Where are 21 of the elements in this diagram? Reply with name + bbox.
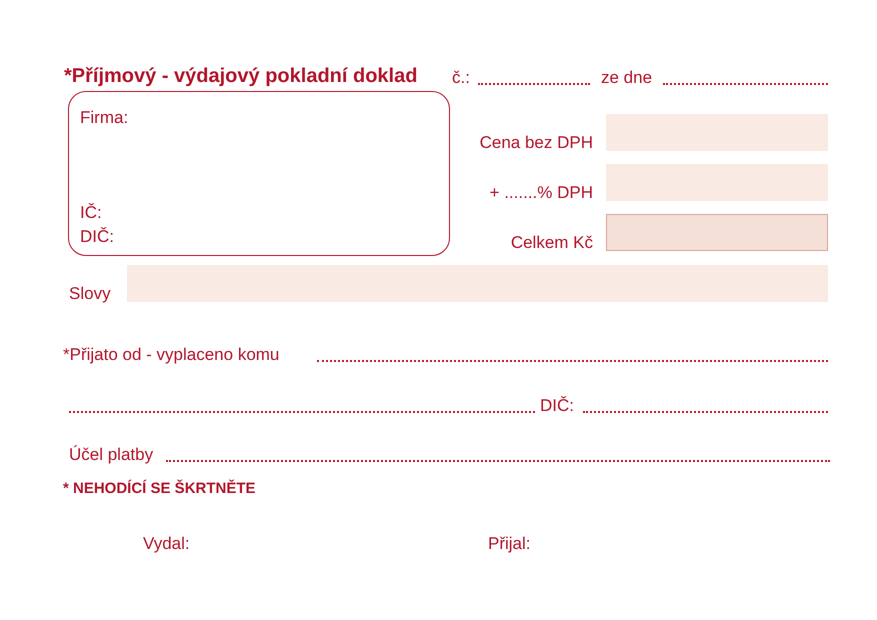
field-label: Slovy bbox=[69, 284, 111, 304]
note-text: * NEHODÍCÍ SE ŠKRTNĚTE bbox=[63, 479, 256, 499]
field-label: DIČ: bbox=[80, 227, 114, 247]
field-label: Účel platby bbox=[69, 445, 154, 465]
form-title: *Příjmový - výdajový pokladní doklad bbox=[64, 64, 418, 88]
input-field bbox=[127, 265, 828, 302]
field-label: Vydal: bbox=[143, 534, 190, 554]
field-label: Celkem Kč bbox=[510, 233, 593, 253]
input-field bbox=[606, 214, 828, 251]
field-label: + .......% DPH bbox=[490, 183, 593, 203]
field-label: Cena bez DPH bbox=[480, 133, 593, 153]
input-field bbox=[606, 164, 828, 201]
company-box bbox=[68, 91, 450, 256]
field-label: DIČ: bbox=[540, 396, 574, 416]
field-label: Přijal: bbox=[488, 534, 531, 554]
field-label: č.: bbox=[452, 68, 470, 88]
field-label: *Přijato od - vyplaceno komu bbox=[63, 345, 280, 365]
field-label: Firma: bbox=[80, 108, 128, 128]
field-label: IČ: bbox=[80, 203, 102, 223]
input-field bbox=[606, 114, 828, 151]
field-label: ze dne bbox=[601, 68, 652, 88]
